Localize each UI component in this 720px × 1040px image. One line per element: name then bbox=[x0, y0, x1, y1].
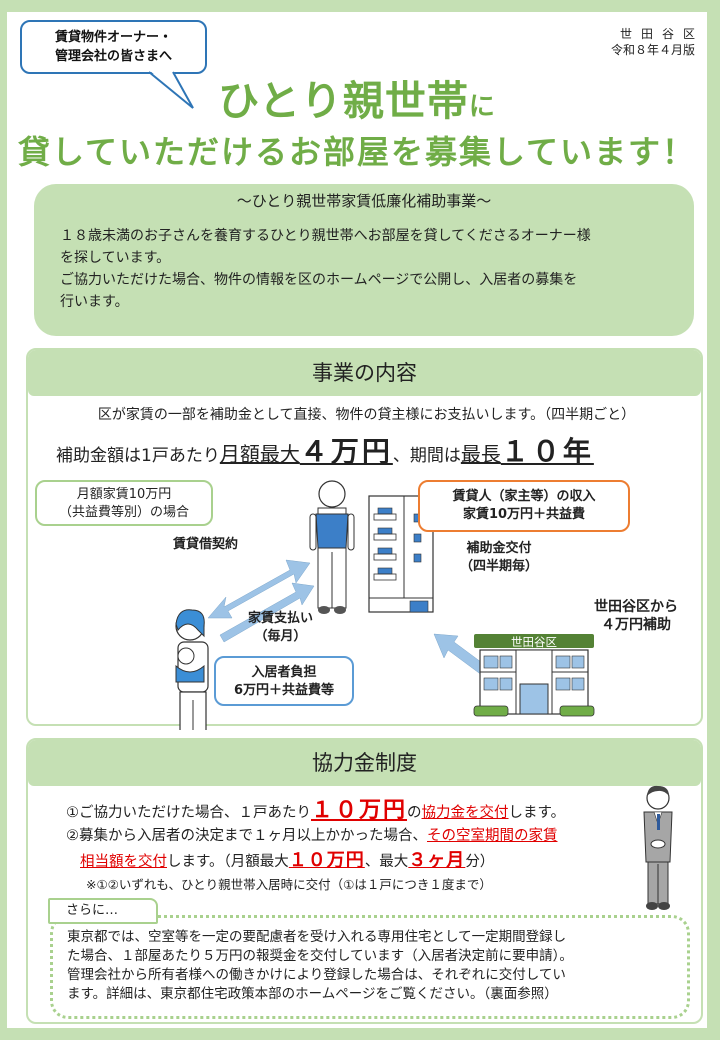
cooperation-item-2: ②募集から入居者の決定まで１ヶ月以上かかった場合、その空室期間の家賃 bbox=[66, 824, 558, 845]
landlord-icon bbox=[309, 480, 355, 614]
text: 、期間は bbox=[392, 446, 461, 466]
title-main: ひとり親世帯 bbox=[218, 77, 469, 125]
mother-with-baby-icon bbox=[175, 609, 209, 730]
tenant-burden-box: 入居者負担 6万円＋共益費等 bbox=[214, 656, 354, 706]
main-title: ひとり親世帯に bbox=[7, 67, 707, 127]
intro-panel: ～ひとり親世帯家賃低廉化補助事業～ １８歳未満のお子さんを養育するひとり親世帯へ… bbox=[34, 184, 694, 336]
text: 6万円＋共益費等 bbox=[233, 683, 335, 698]
intro-text-line: を探しています。 bbox=[60, 250, 171, 266]
cooperation-amount: １０万円 bbox=[311, 798, 408, 823]
text: します。（月額最大 bbox=[167, 854, 289, 870]
text: の bbox=[407, 805, 422, 821]
flyer-page: 賃貸物件オーナー・ 管理会社の皆さまへ 世田谷区 令和８年４月版 ひとり親世帯に… bbox=[7, 12, 707, 1028]
program-name: ～ひとり親世帯家賃低廉化補助事業～ bbox=[236, 192, 492, 210]
subsidy-amount-line: 補助金額は1戸あたり月額最大４万円、期間は最長１０年 bbox=[56, 430, 594, 470]
text: た場合、１部屋あたり５万円の報奨金を交付しています（入居者決定前に要申請）。 bbox=[67, 948, 573, 964]
landlord-income-box: 賃貸人（家主等）の収入 家賃10万円＋共益費 bbox=[418, 480, 630, 532]
furthermore-tab: さらに… bbox=[48, 898, 158, 924]
text: 管理会社から所有者様への働きかけにより登録した場合は、それぞれに交付してい bbox=[67, 967, 566, 983]
rent-payment-label: 家賃支払い （毎月） bbox=[248, 610, 313, 646]
cooperation-heading: 協力金制度 bbox=[28, 740, 701, 786]
business-description: 区が家賃の一部を補助金として直接、物件の貸主様にお支払いします。（四半期ごと） bbox=[97, 407, 636, 423]
text: （毎月） bbox=[254, 629, 307, 644]
cooperation-item-1: ①ご協力いただけた場合、１戸あたり１０万円の協力金を交付します。 bbox=[66, 792, 565, 824]
text: 東京都では、空室等を一定の要配慮者を受け入れる専用住宅として一定期間登録し bbox=[67, 929, 567, 945]
text: 入居者負担 bbox=[251, 665, 317, 680]
ward-office-sign: 世田谷区 bbox=[511, 635, 557, 649]
cooperation-section: 協力金制度 ①ご協力いただけた場合、１戸あたり１０万円の協力金を交付します。 ②… bbox=[26, 738, 703, 1024]
text: （四半期毎） bbox=[460, 559, 539, 574]
subsidy-payment-label: 補助金交付 （四半期毎） bbox=[460, 540, 538, 576]
bowing-businessman-icon bbox=[643, 785, 673, 910]
ward-office-building-icon bbox=[473, 634, 595, 717]
text: 賃貸人（家主等）の収入 bbox=[452, 489, 596, 504]
text: 協力金を交付 bbox=[421, 805, 509, 821]
subtitle-headline: 貸していただけるお部屋を募集しています！ bbox=[17, 133, 697, 171]
text: その空室期間の家賃 bbox=[427, 828, 558, 844]
text: ４万円補助 bbox=[601, 617, 671, 633]
contract-label: 賃貸借契約 bbox=[173, 537, 239, 552]
intro-text-line: ご協力いただけた場合、物件の情報を区のホームページで公開し、入居者の募集を bbox=[60, 272, 578, 288]
bubble-line2: 管理会社の皆さまへ bbox=[54, 49, 172, 64]
text: ます。詳細は、東京都住宅政策本部のホームページをご覧ください。（裏面参照） bbox=[67, 986, 558, 1002]
text: 家賃支払い bbox=[248, 611, 314, 626]
tokyo-reward-text: 東京都では、空室等を一定の要配慮者を受け入れる専用住宅として一定期間登録し た場… bbox=[67, 928, 687, 1004]
text: （共益費等別）の場合 bbox=[58, 505, 189, 520]
bubble-line1: 賃貸物件オーナー・ bbox=[54, 30, 172, 45]
intro-body: １８歳未満のお子さんを養育するひとり親世帯へお部屋を貸してくださるオーナー様 を… bbox=[34, 211, 694, 313]
flow-diagram-illustration bbox=[175, 480, 595, 730]
rent-case-box: 月額家賃10万円 （共益費等別）の場合 bbox=[35, 480, 213, 526]
audience-speech-bubble: 賃貸物件オーナー・ 管理会社の皆さまへ bbox=[20, 20, 207, 74]
text: ①ご協力いただけた場合、１戸あたり bbox=[66, 805, 311, 821]
vacancy-max-amount: １０万円 bbox=[288, 850, 365, 871]
text: ②募集から入居者の決定まで１ヶ月以上かかった場合、 bbox=[66, 828, 427, 844]
text: 補助金額は1戸あたり bbox=[56, 446, 220, 466]
title-particle: に bbox=[468, 92, 496, 122]
text: 月額最大 bbox=[219, 442, 300, 466]
ward-name: 世田谷区 bbox=[619, 27, 704, 41]
vacancy-max-months: ３ヶ月 bbox=[408, 850, 466, 871]
text: 最長 bbox=[460, 442, 501, 466]
ward-subsidy-label: 世田谷区から ４万円補助 bbox=[594, 598, 678, 634]
intro-text-line: １８歳未満のお子さんを養育するひとり親世帯へお部屋を貸してくださるオーナー様 bbox=[60, 228, 591, 244]
text: します。 bbox=[508, 805, 566, 821]
text: 家賃10万円＋共益費 bbox=[462, 507, 586, 522]
edition-date: 令和８年４月版 bbox=[610, 43, 695, 57]
subsidy-period: １０年 bbox=[500, 435, 594, 468]
business-section: 事業の内容 区が家賃の一部を補助金として直接、物件の貸主様にお支払いします。（四… bbox=[26, 348, 703, 730]
text: 世田谷区から bbox=[594, 599, 678, 615]
intro-text-line: 行います。 bbox=[60, 294, 129, 310]
speech-bubble-tail-icon bbox=[148, 70, 194, 109]
business-heading: 事業の内容 bbox=[28, 350, 701, 396]
subsidy-amount: ４万円 bbox=[299, 435, 393, 468]
text: 、最大 bbox=[364, 854, 409, 870]
cooperation-item-2-cont: 相当額を交付します。（月額最大１０万円、最大３ヶ月分） bbox=[80, 846, 494, 872]
tokyo-reward-info-box: 東京都では、空室等を一定の要配慮者を受け入れる専用住宅として一定期間登録し た場… bbox=[50, 915, 690, 1019]
text: 補助金交付 bbox=[466, 541, 532, 556]
issuer-info: 世田谷区 令和８年４月版 bbox=[611, 26, 695, 58]
cooperation-note: ※①②いずれも、ひとり親世帯入居時に交付（①は１戸につき１度まで） bbox=[86, 877, 492, 892]
text: 相当額を交付 bbox=[80, 854, 167, 870]
text: 分） bbox=[465, 854, 495, 870]
text: 月額家賃10万円 bbox=[76, 487, 172, 502]
